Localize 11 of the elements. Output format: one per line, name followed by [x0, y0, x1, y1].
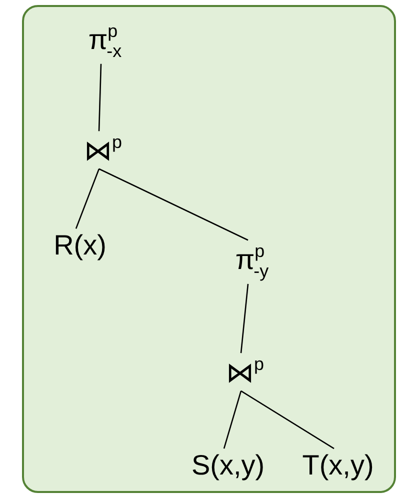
- operator-label: ⋈$^{p}$: [82, 131, 124, 169]
- tree-edge: [240, 284, 249, 354]
- tree-edge: [75, 168, 100, 229]
- tree-edge: [223, 390, 242, 449]
- operator-label: S(x,y): [189, 448, 267, 484]
- operator-label: ⋈$^{p}$: [224, 353, 266, 391]
- tree-edge: [98, 168, 248, 241]
- tree-edge: [98, 64, 102, 132]
- tree-edge: [240, 390, 334, 450]
- operator-label: T(x,y): [300, 448, 376, 484]
- operator-label: R(x): [52, 228, 108, 264]
